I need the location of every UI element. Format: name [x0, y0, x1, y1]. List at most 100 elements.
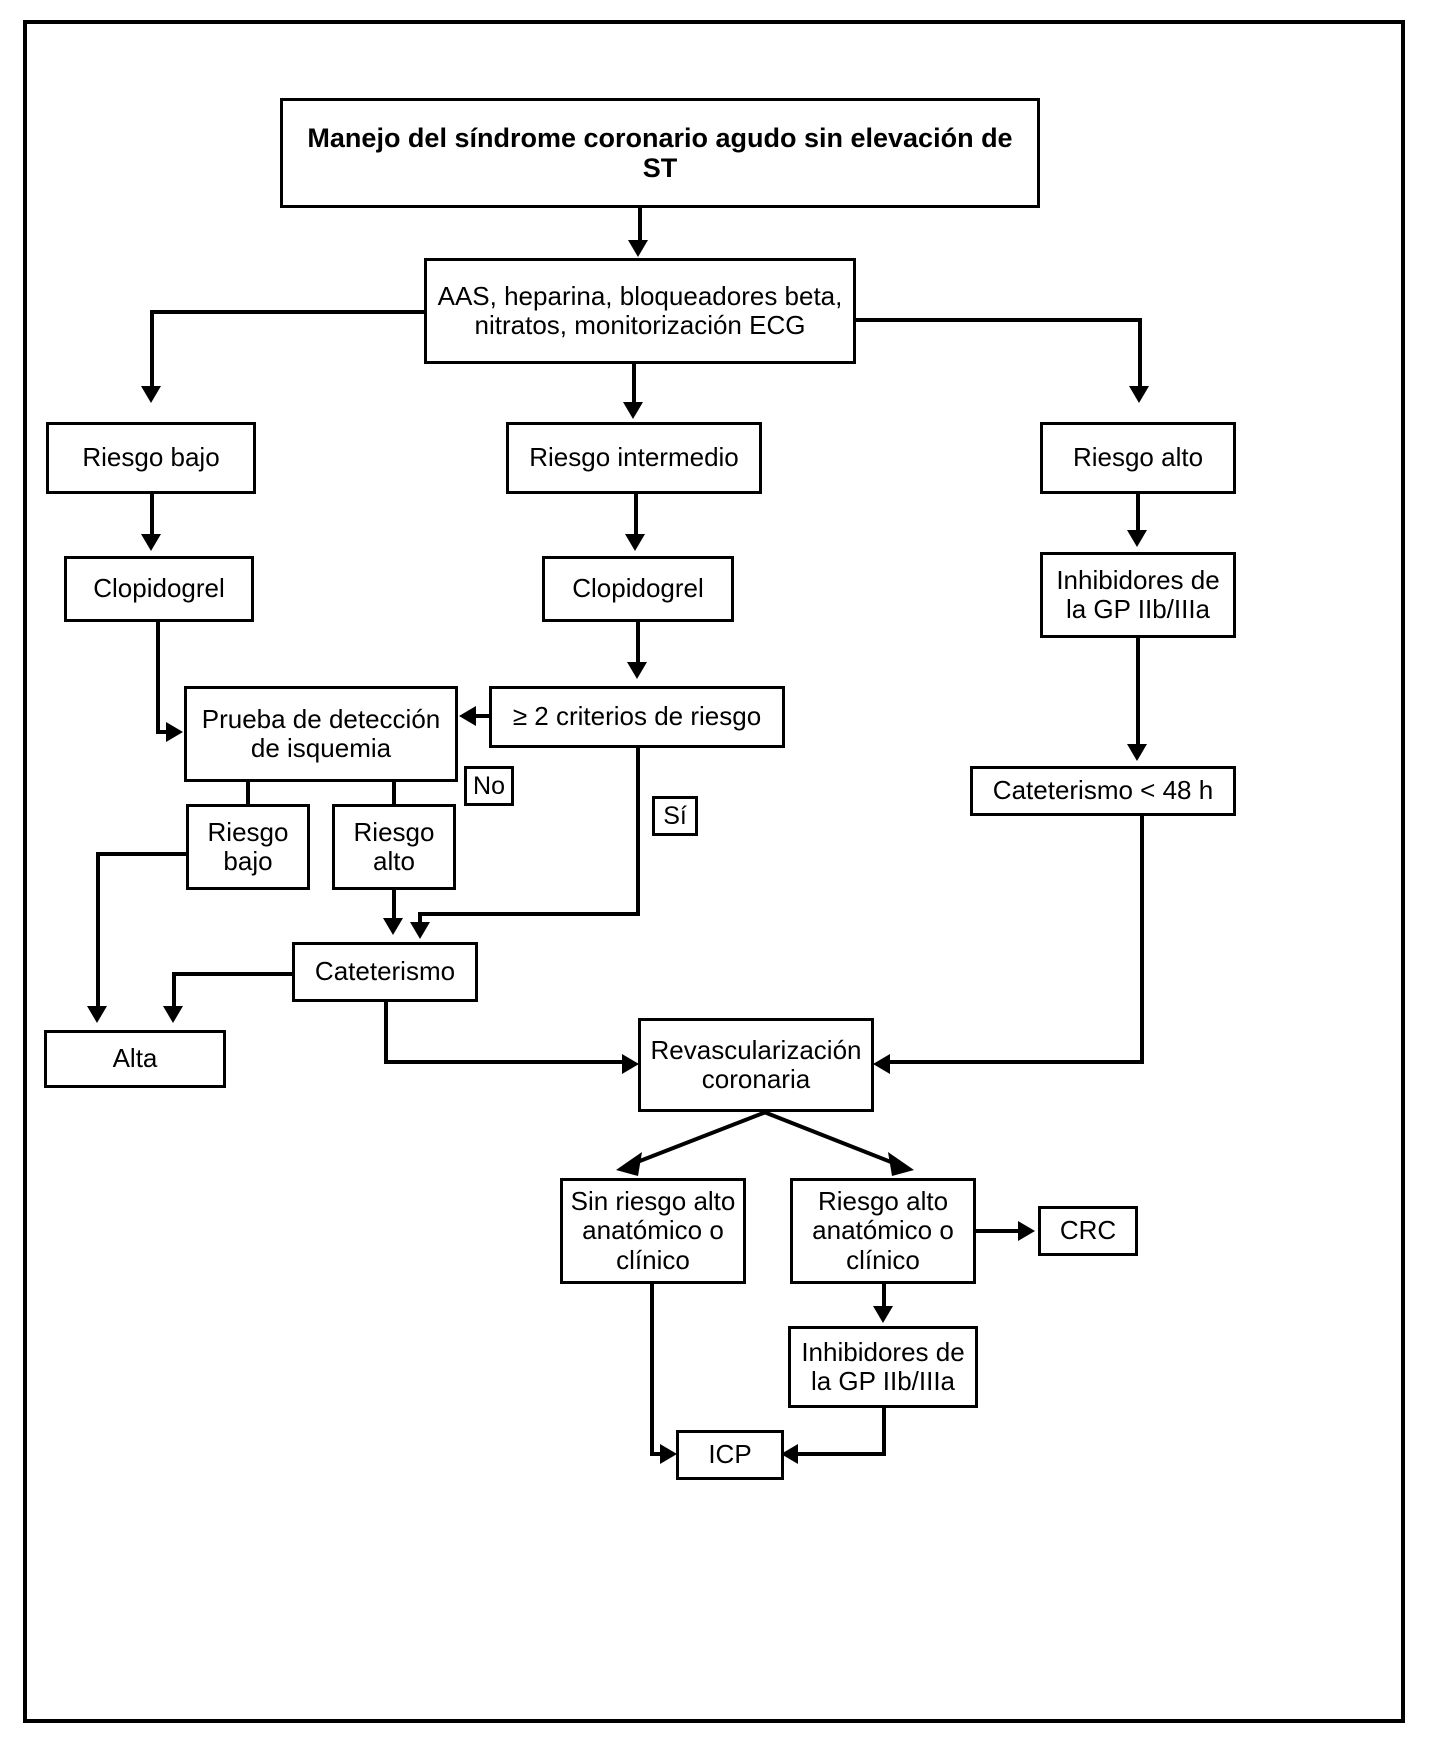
- node-initial-therapy: AAS, heparina, bloqueadores beta, nitrat…: [424, 258, 856, 364]
- node-alta: Alta: [44, 1030, 226, 1088]
- node-revascularizacion: Revascularización coronaria: [638, 1018, 874, 1112]
- arrow-resalto-cateterismo: [383, 918, 403, 935]
- revasc-line-2: coronaria: [701, 1064, 811, 1094]
- node-clopidogrel-bajo: Clopidogrel: [64, 556, 254, 622]
- edge-initial-left-v: [150, 310, 154, 388]
- node-riesgo-bajo-label: Riesgo bajo: [82, 442, 220, 473]
- edge-inter-clopi: [634, 494, 638, 538]
- node-gp-inhibitors-high-risk-label: Inhibidores de la GP IIb/IIIa: [1047, 564, 1229, 624]
- gp-alto-line-1: Inhibidores de: [1056, 564, 1220, 595]
- arrow-bajo-clopi: [141, 534, 161, 551]
- node-gp-inhibitors-icp: Inhibidores de la GP IIb/IIIa: [788, 1326, 978, 1408]
- arrow-conriesgo-gp: [873, 1306, 893, 1323]
- edge-sinriesgo-icp-h: [650, 1452, 662, 1456]
- node-clopidogrel-intermedio: Clopidogrel: [542, 556, 734, 622]
- arrow-gp-cat48: [1127, 744, 1147, 761]
- res-alto-line-2: alto: [373, 846, 415, 876]
- edge-initial-left-h: [150, 310, 428, 314]
- node-sin-riesgo-alto-label: Sin riesgo alto anatómico o clínico: [567, 1187, 739, 1274]
- node-title: Manejo del síndrome coronario agudo sin …: [280, 98, 1040, 208]
- arrow-alto-gp: [1127, 530, 1147, 547]
- arrow-criterios-prueba: [459, 706, 476, 726]
- arrow-inter-clopi: [625, 534, 645, 551]
- outer-frame: [23, 20, 1405, 1723]
- label-si: Sí: [652, 796, 698, 836]
- node-clopidogrel-bajo-label: Clopidogrel: [93, 573, 225, 604]
- node-sin-riesgo-alto: Sin riesgo alto anatómico o clínico: [560, 1178, 746, 1284]
- arrow-initial-riesgo-alto: [1129, 386, 1149, 403]
- edge-cat-revasc-v: [384, 1002, 388, 1064]
- con-riesgo-line-3: clínico: [846, 1244, 920, 1275]
- arrow-initial-riesgo-bajo: [141, 386, 161, 403]
- node-riesgo-intermedio-label: Riesgo intermedio: [529, 442, 739, 473]
- sin-riesgo-line-1: Sin riesgo alto: [570, 1186, 736, 1217]
- edge-sinriesgo-icp-v: [650, 1284, 654, 1456]
- node-riesgo-bajo: Riesgo bajo: [46, 422, 256, 494]
- edge-cat-alta-h: [172, 972, 294, 976]
- gp-icp-line-2: la GP IIb/IIIa: [810, 1366, 956, 1396]
- edge-title-initial: [638, 208, 642, 241]
- gp-alto-line-2: la GP IIb/IIIa: [1065, 594, 1211, 624]
- node-riesgo-alto: Riesgo alto: [1040, 422, 1236, 494]
- edge-cat48-revasc-v: [1140, 816, 1144, 1064]
- edge-gpicp-icp-h: [798, 1452, 886, 1456]
- edge-clopibajo-prueba-h: [156, 730, 166, 734]
- arrow-gpicp-icp: [781, 1444, 798, 1464]
- node-riesgo-intermedio: Riesgo intermedio: [506, 422, 762, 494]
- edge-prueba-resalto: [392, 782, 396, 806]
- node-riesgo-alto-label: Riesgo alto: [1072, 442, 1204, 473]
- node-prueba-isquemia: Prueba de detección de isquemia: [184, 686, 458, 782]
- edge-criterios-cat-h: [418, 912, 640, 916]
- con-riesgo-line-2: anatómico o: [812, 1215, 954, 1246]
- node-criterios-riesgo-label: ≥ 2 criterios de riesgo: [512, 701, 762, 732]
- arrow-cat-alta: [163, 1006, 183, 1023]
- res-alto-line-1: Riesgo: [353, 816, 435, 847]
- node-initial-therapy-label: AAS, heparina, bloqueadores beta, nitrat…: [431, 281, 849, 340]
- edge-clopiinter-criterios: [636, 622, 640, 666]
- edge-initial-mid-v: [632, 364, 636, 406]
- edge-conriesgo-gp: [882, 1284, 886, 1310]
- arrow-title-initial: [628, 240, 648, 257]
- arrow-clopibajo-prueba: [166, 722, 183, 742]
- node-cateterismo-label: Cateterismo: [314, 956, 456, 987]
- edge-criterios-cat-v1: [636, 748, 640, 916]
- arrow-resbajo-alta: [87, 1006, 107, 1023]
- node-crc: CRC: [1038, 1206, 1138, 1256]
- node-cateterismo: Cateterismo: [292, 942, 478, 1002]
- arrow-conriesgo-crc: [1018, 1221, 1035, 1241]
- edge-resalto-cat: [392, 890, 396, 922]
- node-crc-label: CRC: [1059, 1215, 1117, 1246]
- edge-clopibajo-prueba-v: [156, 622, 160, 734]
- edge-revasc-con-riesgo: [763, 1110, 914, 1176]
- edge-criterios-prueba: [476, 714, 490, 718]
- node-clopidogrel-intermedio-label: Clopidogrel: [572, 573, 704, 604]
- edge-gpicp-icp-v: [882, 1408, 886, 1456]
- con-riesgo-line-1: Riesgo alto: [817, 1186, 949, 1217]
- arrow-cat48-revasc: [873, 1054, 890, 1074]
- arrow-sinriesgo-icp: [660, 1444, 677, 1464]
- edge-cat-revasc-h: [384, 1060, 626, 1064]
- label-no: No: [464, 766, 514, 806]
- node-icp-label: ICP: [708, 1439, 752, 1470]
- edge-initial-right-v: [1138, 318, 1142, 388]
- node-title-label: Manejo del síndrome coronario agudo sin …: [307, 122, 1013, 183]
- res-bajo-line-1: Riesgo: [207, 816, 289, 847]
- edge-criterios-cat-v2: [418, 912, 422, 926]
- edge-conriesgo-crc: [976, 1229, 1020, 1233]
- node-resultado-riesgo-bajo-label: Riesgo bajo: [193, 816, 303, 876]
- node-resultado-riesgo-bajo: Riesgo bajo: [186, 804, 310, 890]
- node-resultado-riesgo-alto-label: Riesgo alto: [339, 816, 449, 876]
- prueba-line-2: de isquemia: [250, 733, 392, 763]
- node-cateterismo-48h-label: Cateterismo < 48 h: [992, 775, 1214, 806]
- edge-initial-right-h: [852, 318, 1142, 322]
- arrow-criterios-cateterismo: [410, 922, 430, 939]
- initial-line-2: nitratos, monitorización ECG: [474, 310, 806, 340]
- arrow-clopiinter-criterios: [627, 662, 647, 679]
- edge-resbajo-alta-v: [96, 852, 100, 1010]
- label-no-text: No: [473, 772, 505, 800]
- edge-prueba-resbajo: [246, 782, 250, 806]
- sin-riesgo-line-2: anatómico o: [582, 1215, 724, 1246]
- arrow-cat-revasc: [622, 1054, 639, 1074]
- node-resultado-riesgo-alto: Riesgo alto: [332, 804, 456, 890]
